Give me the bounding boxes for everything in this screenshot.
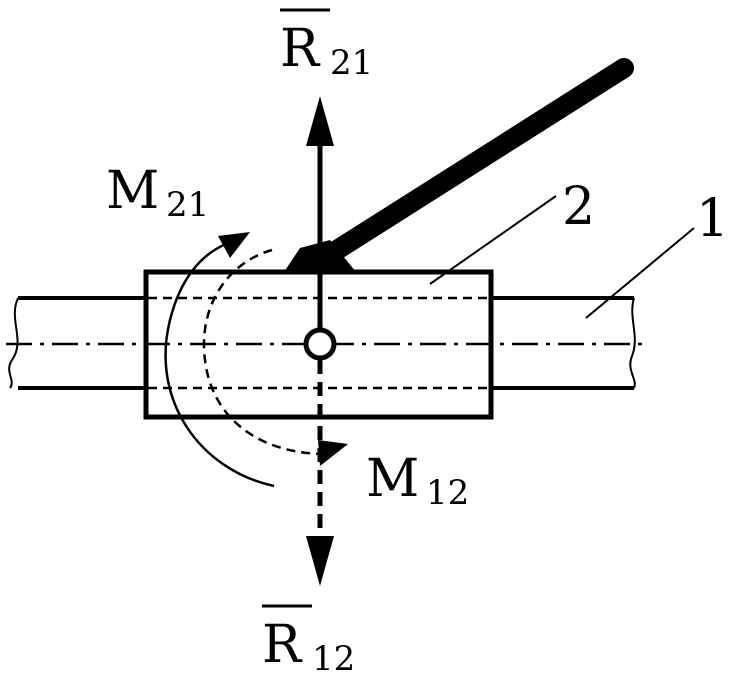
- label-m12-base: M: [366, 449, 419, 509]
- label-r21: R 21: [280, 8, 373, 83]
- label-m12-sub: 12: [426, 473, 469, 513]
- moment-m21-arrow: [164, 232, 275, 488]
- pin-joint: [303, 327, 337, 361]
- label-r12: R 12: [262, 604, 355, 676]
- label-m21: M 21: [106, 161, 209, 225]
- moment-m12-arrow: [202, 248, 348, 466]
- link-bar: [284, 58, 634, 272]
- label-m21-base: M: [106, 161, 159, 221]
- label-m21-sub: 21: [166, 185, 209, 225]
- label-r12-base: R: [262, 615, 303, 675]
- force-r21-arrow: [306, 96, 334, 344]
- label-part-1: 1: [696, 189, 729, 249]
- label-m12: M 12: [366, 449, 469, 513]
- label-r21-base: R: [280, 19, 321, 79]
- shaft-part-1: [8, 296, 636, 390]
- leader-lines: [429, 195, 695, 319]
- label-part-2: 2: [562, 177, 595, 237]
- label-r21-sub: 21: [330, 43, 373, 83]
- label-r12-sub: 12: [312, 639, 355, 676]
